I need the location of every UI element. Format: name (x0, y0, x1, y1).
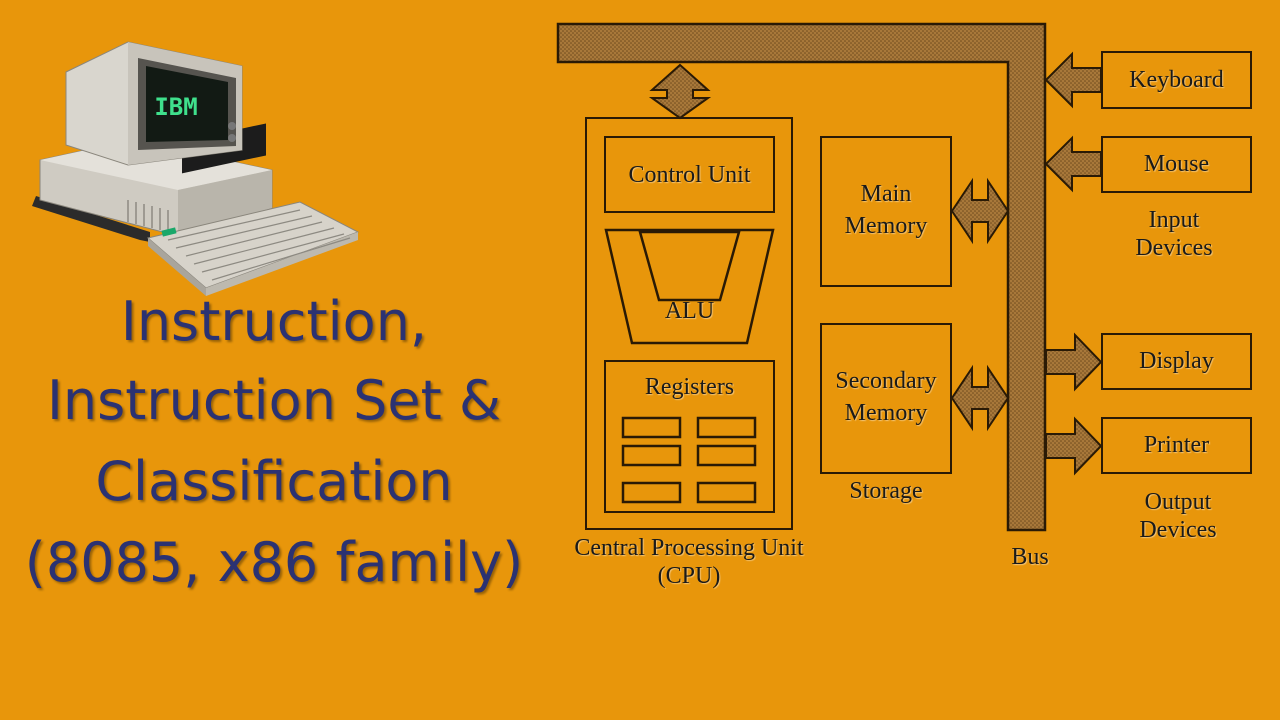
keyboard-box: Keyboard (1101, 51, 1252, 109)
control-unit: Control Unit (604, 136, 775, 213)
cpu-bus-arrow (648, 63, 712, 120)
input-devices-label: Input Devices (1101, 206, 1247, 262)
bus-label: Bus (1011, 544, 1049, 570)
display-arrow (1045, 332, 1103, 392)
secondary-memory-line-2: Memory (844, 400, 928, 426)
storage-label: Storage (849, 478, 923, 504)
main-memory-line-1: Main (860, 181, 912, 207)
cpu-caption-line-1: Central Processing Unit (574, 535, 804, 561)
register-cell (696, 416, 757, 439)
registers-block (604, 360, 775, 513)
title-line-4: (8085, x86 family) (24, 531, 524, 594)
output-devices-line-2: Devices (1139, 517, 1217, 543)
main-memory-line-2: Memory (844, 213, 928, 239)
secondary-memory-block: Secondary Memory (820, 323, 952, 474)
register-cells (621, 416, 757, 504)
output-devices-line-1: Output (1144, 489, 1212, 515)
input-devices-line-1: Input (1148, 207, 1200, 233)
display-box: Display (1101, 333, 1252, 390)
secondary-memory-bus-arrow (950, 364, 1010, 432)
printer-arrow (1045, 416, 1103, 476)
alu-shape (604, 228, 775, 345)
cpu-caption: Central Processing Unit (CPU) (548, 534, 830, 590)
register-cell (621, 416, 682, 439)
printer-box: Printer (1101, 417, 1252, 474)
output-devices-label: Output Devices (1101, 488, 1255, 544)
keyboard-arrow (1044, 51, 1102, 109)
register-cell (696, 444, 757, 467)
alu-label: ALU (664, 298, 715, 324)
secondary-memory-line-1: Secondary (835, 368, 937, 394)
register-cell (621, 444, 682, 467)
system-bus (556, 22, 1047, 532)
cpu-caption-line-2: (CPU) (657, 563, 721, 589)
title-line-3: Classification (95, 450, 453, 513)
mouse-arrow (1044, 135, 1102, 193)
ibm-pc-icon: IBM (32, 41, 360, 296)
title-line-1: Instruction, (120, 290, 428, 353)
main-memory-bus-arrow (950, 177, 1010, 245)
title-line-2: Instruction Set & (46, 369, 502, 432)
monitor-screen-text: IBM (154, 93, 197, 121)
mouse-box: Mouse (1101, 136, 1252, 193)
register-cell (621, 481, 682, 504)
main-memory-block: Main Memory (820, 136, 952, 287)
registers-label: Registers (644, 374, 735, 400)
input-devices-line-2: Devices (1135, 235, 1213, 261)
register-cell (696, 481, 757, 504)
cpu-block (585, 117, 793, 530)
